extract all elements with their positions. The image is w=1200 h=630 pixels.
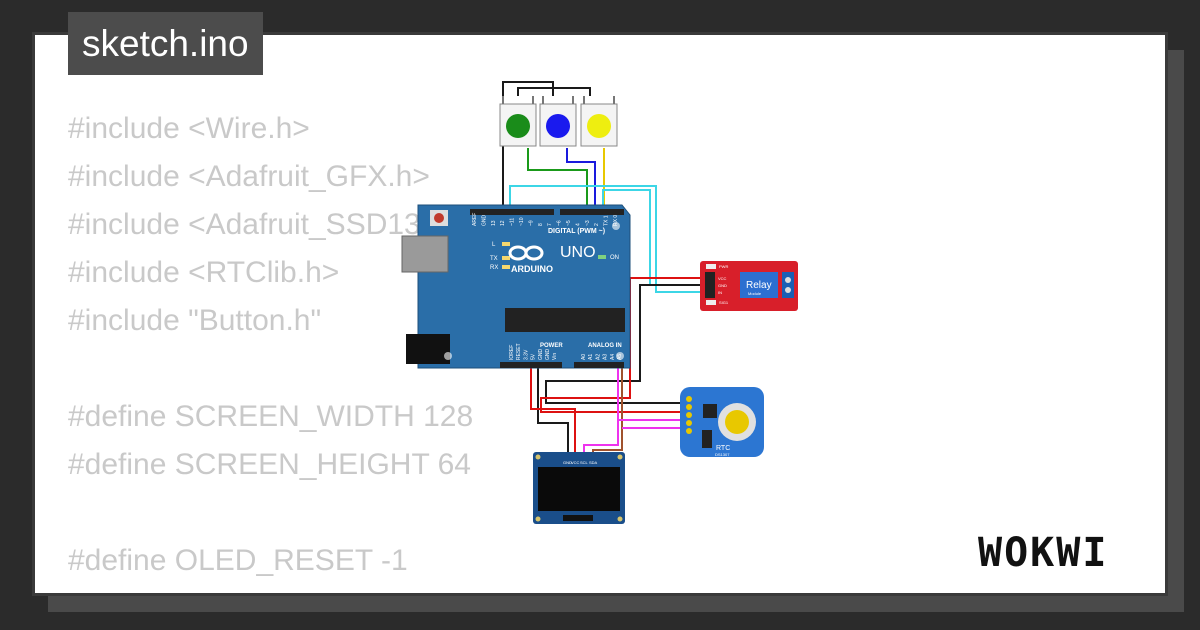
- code-line: #define SCREEN_WIDTH 128: [68, 400, 474, 433]
- wokwi-logo-text: WOKWI: [978, 530, 1108, 576]
- wire-oled-scl: [583, 367, 619, 456]
- pin-label: RESET: [516, 343, 522, 360]
- power-label: POWER: [540, 343, 563, 349]
- sketch-title: sketch.ino: [68, 12, 263, 75]
- relay-led-pwr: PWR: [719, 264, 728, 269]
- pin-label: ~6: [557, 220, 563, 226]
- code-line: #include "Button.h": [68, 304, 322, 337]
- rtc-module: RTC DS1307: [680, 387, 764, 457]
- pin-label: 3.3V: [523, 349, 529, 360]
- board-brand: ARDUINO: [511, 264, 553, 274]
- pin-label: RX 0: [613, 215, 619, 226]
- oled-pin-vcc: VCC: [571, 460, 580, 465]
- header-power: [500, 362, 562, 368]
- pin-label: 8: [538, 223, 544, 226]
- pin-label: 2: [594, 223, 600, 226]
- arduino-uno-board: UNO ARDUINO DIGITAL (PWM ~) POWER ANALOG…: [401, 204, 631, 369]
- code-line: #include <RTClib.h>: [68, 256, 340, 289]
- pin-label: A4: [610, 354, 616, 360]
- wokwi-logo: WOKWI: [978, 530, 1108, 576]
- relay-pin-gnd: GND: [718, 283, 727, 288]
- rtc-chip: DS1307: [715, 452, 730, 457]
- wires: [502, 81, 705, 456]
- pin-label: GND: [481, 215, 487, 227]
- code-line: Adafruit_SSD1306 display(SCREEN_WIDTH, S…: [68, 585, 1165, 593]
- pushbutton-yellow: [580, 96, 618, 147]
- oled-display: GND VCC SCL SDA: [533, 452, 625, 524]
- led-label-l: L: [492, 242, 496, 248]
- wire-oled-vcc: [530, 367, 576, 456]
- on-label: ON: [610, 255, 619, 261]
- pin-label: GND: [545, 349, 551, 361]
- analog-label: ANALOG IN: [588, 343, 622, 349]
- atmega-chip: [505, 308, 625, 332]
- wire-cyan-1: [509, 185, 705, 293]
- relay-module: Relay Module VCC GND IN PWR SIG1: [700, 261, 798, 311]
- pin-label: A3: [603, 354, 609, 360]
- relay-pin-vcc: VCC: [718, 276, 727, 281]
- board-model: UNO: [560, 244, 596, 261]
- code-line: #include <Adafruit_GFX.h>: [68, 160, 430, 193]
- wire-relay-gnd: [545, 284, 705, 404]
- oled-pin-scl: SCL: [580, 460, 589, 465]
- usb-port: [401, 235, 449, 273]
- pin-label: A0: [581, 354, 587, 360]
- pin-label: AREF: [472, 213, 478, 226]
- pin-label: 5V: [531, 353, 537, 360]
- led-label-rx: RX: [490, 265, 498, 271]
- wire-relay-vcc: [540, 277, 705, 413]
- pin-label: GND: [538, 349, 544, 361]
- pin-label: ~5: [566, 220, 572, 226]
- wire-oled-gnd: [537, 367, 569, 456]
- pin-label: A2: [595, 354, 601, 360]
- header-analog: [574, 362, 624, 368]
- pin-label: ~10: [519, 217, 525, 226]
- pin-label: IOREF: [509, 345, 515, 360]
- code-line: #include <Wire.h>: [68, 112, 310, 145]
- oled-pin-gnd: GND: [563, 460, 572, 465]
- relay-label: Relay: [746, 280, 772, 291]
- code-line: #define SCREEN_HEIGHT 64: [68, 448, 471, 481]
- pin-label: ~11: [510, 218, 516, 226]
- wire-black-buttons-top-2: [517, 87, 591, 96]
- pin-label: Vin: [552, 353, 558, 360]
- relay-pin-in: IN: [718, 290, 722, 295]
- pin-label: 4: [575, 223, 581, 226]
- relay-sublabel: Module: [748, 291, 762, 296]
- led-label-tx: TX: [490, 256, 498, 262]
- pin-label: A5: [617, 354, 623, 360]
- pin-label: 13: [491, 220, 497, 226]
- rtc-label: RTC: [716, 445, 730, 452]
- code-line: #define OLED_RESET -1: [68, 544, 408, 577]
- oled-pin-sda: SDA: [589, 460, 598, 465]
- wire-blue: [566, 148, 596, 215]
- relay-led-sig: SIG1: [719, 300, 729, 305]
- wire-green: [527, 148, 588, 215]
- digital-label: DIGITAL (PWM ~): [548, 228, 605, 235]
- pin-label: TX 1: [604, 215, 610, 226]
- power-jack: [406, 334, 450, 364]
- pin-label: A1: [588, 354, 594, 360]
- pushbutton-blue: [539, 96, 577, 147]
- header-digital-right: [560, 209, 624, 215]
- header-digital-left: [470, 209, 554, 215]
- pin-label: 7: [547, 223, 553, 226]
- wire-cyan-2: [602, 189, 651, 285]
- pushbutton-green: [499, 96, 537, 147]
- pin-label: 12: [500, 220, 506, 226]
- pin-label: ~3: [585, 220, 591, 226]
- arduino-logo-icon: [508, 245, 544, 261]
- pin-label: ~9: [528, 220, 534, 226]
